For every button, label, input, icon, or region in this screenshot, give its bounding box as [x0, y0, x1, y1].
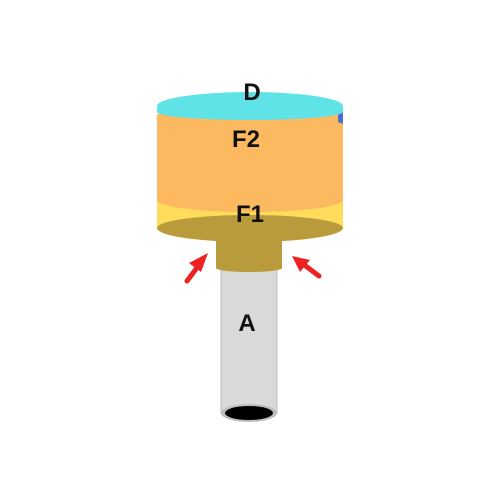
arrow-right	[292, 256, 322, 279]
tube-body	[221, 260, 277, 414]
label-d: D	[243, 79, 260, 106]
arrow-left-head	[189, 253, 208, 272]
layer-f2-body	[157, 114, 343, 212]
top-disk-skirt	[157, 106, 343, 120]
label-f1: F1	[236, 201, 264, 228]
tube-opening	[225, 406, 273, 420]
arrow-left	[184, 253, 208, 284]
tube-a	[220, 260, 278, 422]
label-f2: F2	[232, 126, 260, 153]
cylinder-stack	[157, 92, 343, 272]
label-a: A	[238, 310, 255, 337]
arrow-right-shaft	[300, 261, 322, 279]
arrow-right-head	[292, 256, 310, 272]
base-plate	[157, 215, 343, 272]
